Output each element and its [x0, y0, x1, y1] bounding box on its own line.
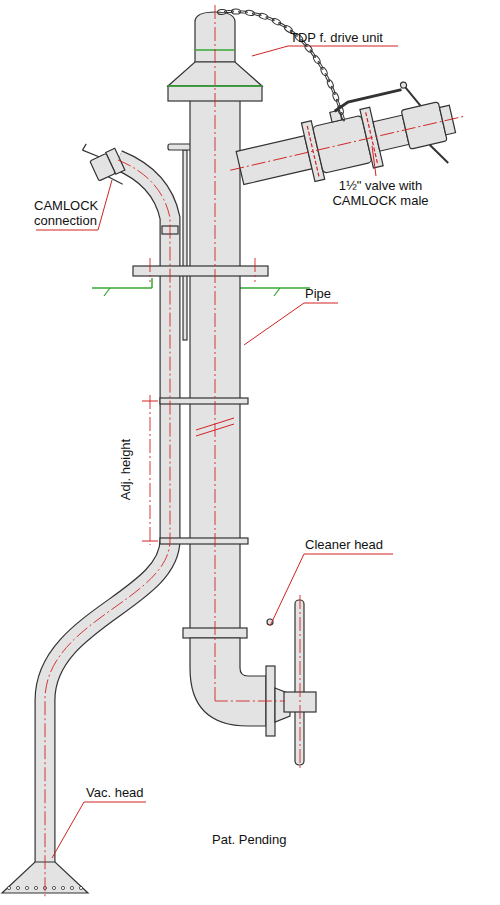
chain-link [231, 9, 240, 14]
leader-line [36, 46, 398, 858]
suction-hole [61, 886, 64, 889]
suction-hole [7, 886, 10, 889]
part-label: Pipe [305, 286, 365, 301]
ball-valve [220, 70, 476, 211]
chain [217, 9, 345, 121]
suction-hole [34, 886, 37, 889]
suction-hole [79, 886, 82, 889]
chain-link [309, 50, 316, 58]
clamp [160, 398, 248, 404]
part-label: CAMLOCK connection [34, 198, 114, 228]
suction-hole [16, 886, 19, 889]
suction-hole [52, 886, 55, 889]
part-label: Vac. head [86, 785, 176, 800]
clamp [160, 538, 248, 544]
centerlines [45, 5, 300, 898]
part-label: Cleaner head [305, 537, 415, 552]
dimension-line [142, 401, 234, 541]
dimension-label: Adj. height [118, 425, 133, 515]
chain-link [340, 112, 345, 121]
suction-hole [70, 886, 73, 889]
part-label: 1½" valve with CAMLOCK male [318, 178, 443, 208]
suction-hole [25, 886, 28, 889]
part-label: TDP f. drive unit [290, 30, 420, 45]
cleaner-head [183, 600, 316, 765]
camlock-coupling [81, 134, 130, 194]
vacuum-pipe [45, 160, 178, 862]
note: Pat. Pending [212, 832, 332, 847]
mounting-plate [133, 266, 268, 276]
